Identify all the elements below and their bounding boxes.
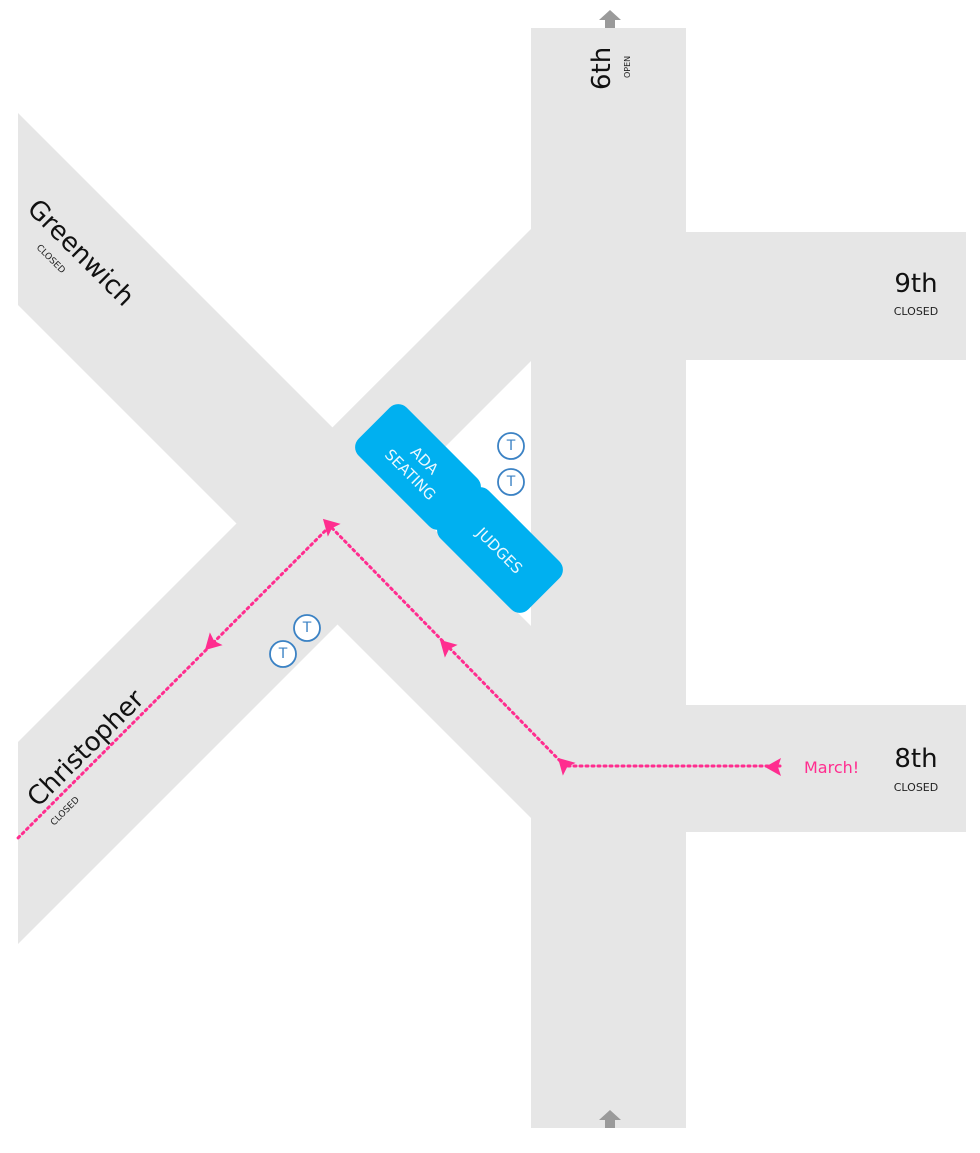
road-8th [686, 705, 966, 832]
judges-zone: JUDGES [437, 487, 563, 613]
route-arrow-icon [322, 518, 341, 537]
road-9th [686, 232, 966, 360]
route-arrow-icon [765, 758, 781, 776]
status-9th: CLOSED [894, 305, 938, 318]
street-label-9th: 9th [894, 269, 937, 299]
route-arrow-icon [557, 757, 576, 776]
toilet-icon: T [497, 432, 525, 460]
svg-text:T: T [506, 474, 516, 490]
march-label: March! [804, 758, 859, 777]
toilet-icon: T [293, 614, 321, 642]
street-label-8th: 8th [894, 744, 937, 774]
up-arrow-icon-top [599, 10, 621, 28]
street-label-6th: 6th [587, 47, 617, 90]
svg-text:T: T [302, 620, 312, 636]
toilet-icon: T [497, 468, 525, 496]
road-christopher [18, 360, 400, 944]
road-christopher-upper [330, 229, 531, 562]
toilet-icon: T [269, 640, 297, 668]
road-greenwich [18, 113, 531, 818]
svg-text:T: T [278, 646, 288, 662]
route-arrow-icon [439, 639, 458, 658]
status-8th: CLOSED [894, 781, 938, 794]
up-arrow-icon-bottom [599, 1110, 621, 1128]
status-6th: OPEN [623, 56, 632, 78]
route-arrow-icon [204, 632, 223, 651]
ada-seating-zone: ADA SEATING [355, 404, 481, 530]
svg-text:T: T [506, 438, 516, 454]
